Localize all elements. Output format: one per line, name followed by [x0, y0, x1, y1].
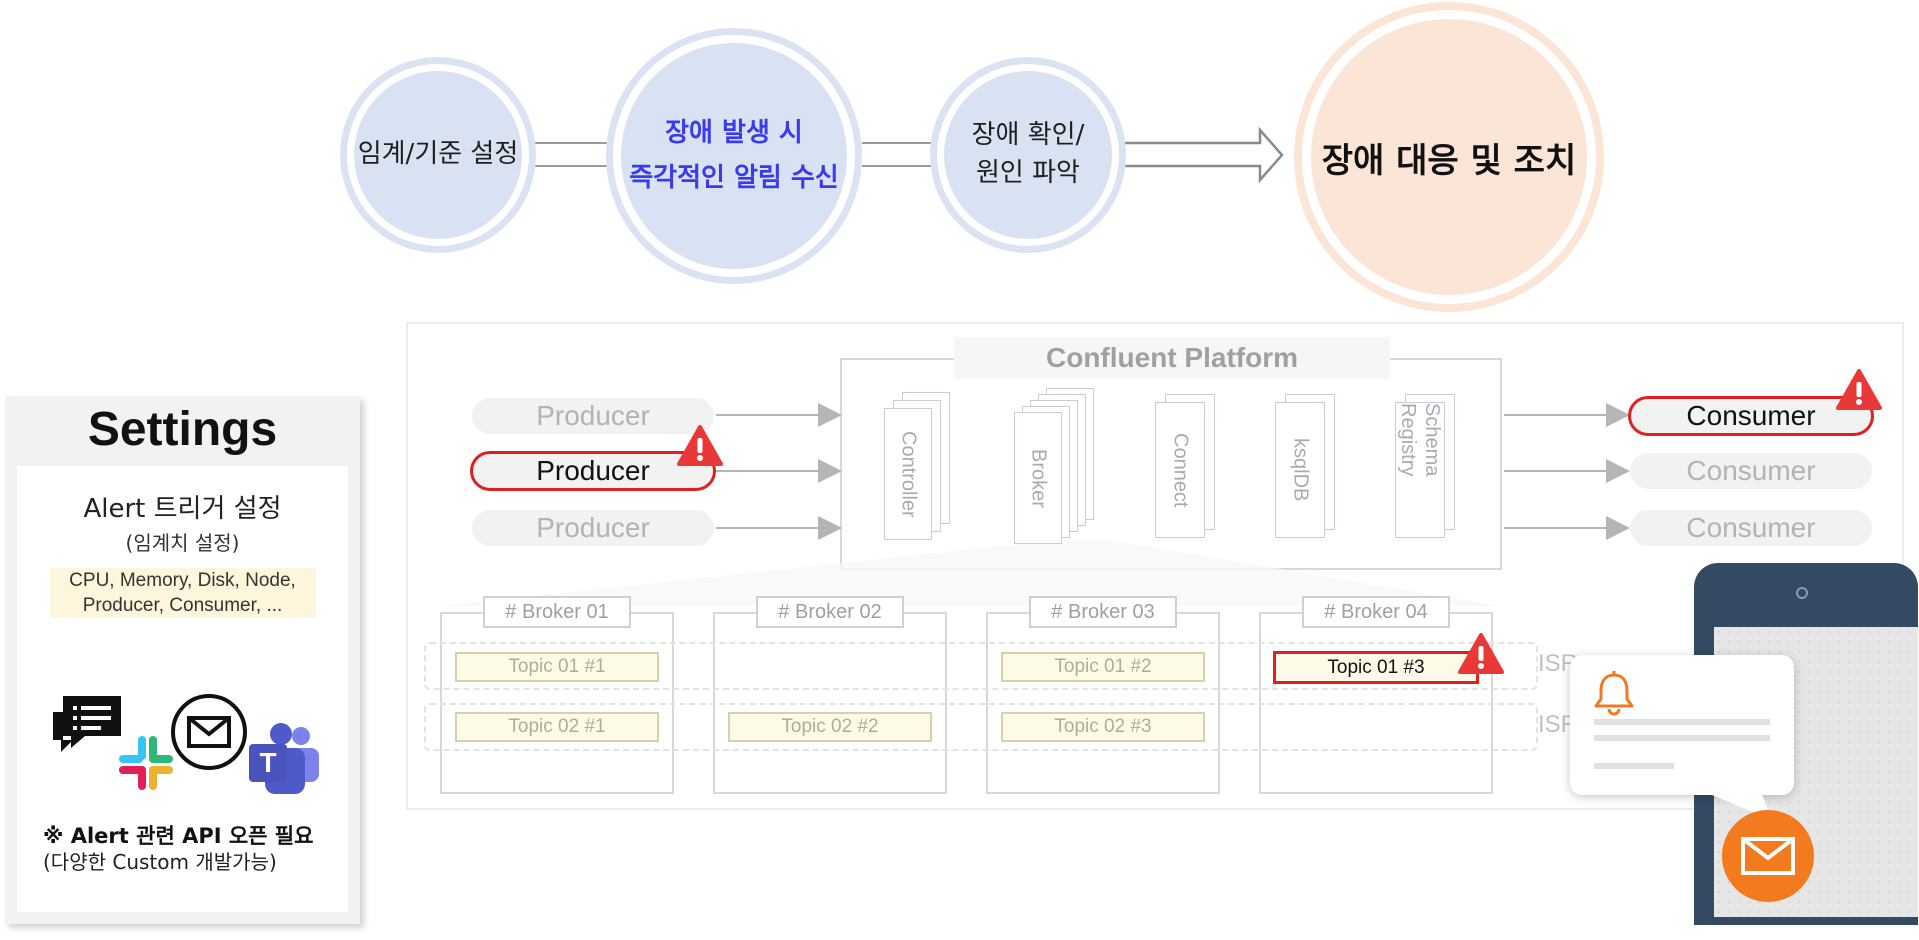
- phone-camera: [1796, 587, 1808, 599]
- mail-notification-button[interactable]: [1722, 810, 1814, 902]
- producer-2-alert: Producer: [470, 451, 716, 491]
- component-broker-label: Broker: [1027, 448, 1050, 508]
- flow-step-alert-line1: 장애 발생 시: [665, 117, 803, 148]
- chat-icon: [53, 696, 121, 752]
- metrics-line-1: CPU, Memory, Disk, Node,: [69, 570, 296, 591]
- flow-step-response-label: 장애 대응 및 조치: [1321, 140, 1577, 181]
- producer-1: Producer: [472, 398, 714, 434]
- threshold-subtitle: (임계치 설정): [125, 531, 240, 555]
- warning-icon: [1458, 633, 1504, 674]
- alert-trigger-title: Alert 트리거 설정: [83, 494, 282, 524]
- component-schema-registry: Schema Registry: [1395, 394, 1457, 540]
- topic-b1-r1: Topic 01 #1: [455, 652, 659, 682]
- isr-row-2: [424, 703, 1538, 751]
- flow-step-alert-line2: 즉각적인 알림 수신: [629, 163, 839, 193]
- flow-step-diagnose: 장애 확인/ 원인 파악: [930, 57, 1126, 253]
- flow-step-threshold-label: 임계/기준 설정: [357, 139, 519, 170]
- component-connect-label: Connect: [1169, 432, 1192, 508]
- metrics-list: CPU, Memory, Disk, Node, Producer, Consu…: [49, 568, 316, 618]
- component-ksqldb-label: ksqlDB: [1289, 438, 1312, 502]
- slack-icon: [119, 736, 173, 790]
- topic-b2-r2: Topic 02 #2: [728, 712, 932, 742]
- settings-panel: Settings Alert 트리거 설정 (임계치 설정) CPU, Memo…: [5, 396, 360, 924]
- warning-icon: [677, 425, 723, 466]
- mail-icon: [171, 694, 247, 770]
- flow-arrow: [1120, 126, 1284, 184]
- metrics-line-2: Producer, Consumer, ...: [82, 595, 283, 616]
- consumer-2: Consumer: [1630, 453, 1872, 489]
- flow-step-alert: 장애 발생 시 즉각적인 알림 수신: [606, 28, 862, 284]
- consumer-1-alert: Consumer: [1628, 396, 1874, 436]
- isr-row-1: [424, 642, 1538, 690]
- broker-title-3: # Broker 03: [1029, 596, 1177, 628]
- topic-b1-r2: Topic 02 #1: [455, 712, 659, 742]
- warning-icon: [1836, 369, 1882, 410]
- confluent-platform-title: Confluent Platform: [954, 337, 1390, 379]
- bell-icon: [1594, 671, 1634, 716]
- component-controller: Controller: [884, 392, 956, 542]
- component-schema-registry-label: Schema Registry: [1397, 403, 1443, 477]
- settings-card: Alert 트리거 설정 (임계치 설정) CPU, Memory, Disk,…: [17, 466, 348, 912]
- teams-icon: T: [249, 723, 319, 794]
- api-note: ※ Alert 관련 API 오픈 필요: [43, 824, 314, 848]
- component-controller-label: Controller: [897, 430, 920, 518]
- producer-3: Producer: [472, 510, 714, 546]
- component-broker: Broker: [1014, 388, 1096, 544]
- svg-text:T: T: [259, 747, 276, 778]
- broker-title-2: # Broker 02: [756, 596, 904, 628]
- flow-step-threshold: 임계/기준 설정: [340, 57, 536, 253]
- flow-step-diagnose-line1: 장애 확인/: [971, 120, 1085, 151]
- component-ksqldb: ksqlDB: [1275, 394, 1337, 540]
- topic-b3-r1: Topic 01 #2: [1001, 652, 1205, 682]
- notification-card: [1570, 655, 1794, 795]
- topic-b4-r1-alert: Topic 01 #3: [1273, 651, 1479, 684]
- flow-step-response: 장애 대응 및 조치: [1294, 2, 1604, 312]
- broker-title-4: # Broker 04: [1302, 596, 1450, 628]
- topic-b3-r2: Topic 02 #3: [1001, 712, 1205, 742]
- envelope-icon: [1741, 837, 1795, 875]
- consumer-3: Consumer: [1630, 510, 1872, 546]
- process-flow: 임계/기준 설정 장애 발생 시 즉각적인 알림 수신 장애 확인/ 원인 파악…: [340, 0, 1620, 312]
- component-connect: Connect: [1155, 394, 1217, 540]
- flow-step-diagnose-line2: 원인 파악: [976, 158, 1080, 188]
- broker-title-1: # Broker 01: [483, 596, 631, 628]
- custom-note: (다양한 Custom 개발가능): [43, 850, 277, 874]
- flow-connectors: [535, 126, 1284, 184]
- settings-title: Settings: [87, 403, 278, 456]
